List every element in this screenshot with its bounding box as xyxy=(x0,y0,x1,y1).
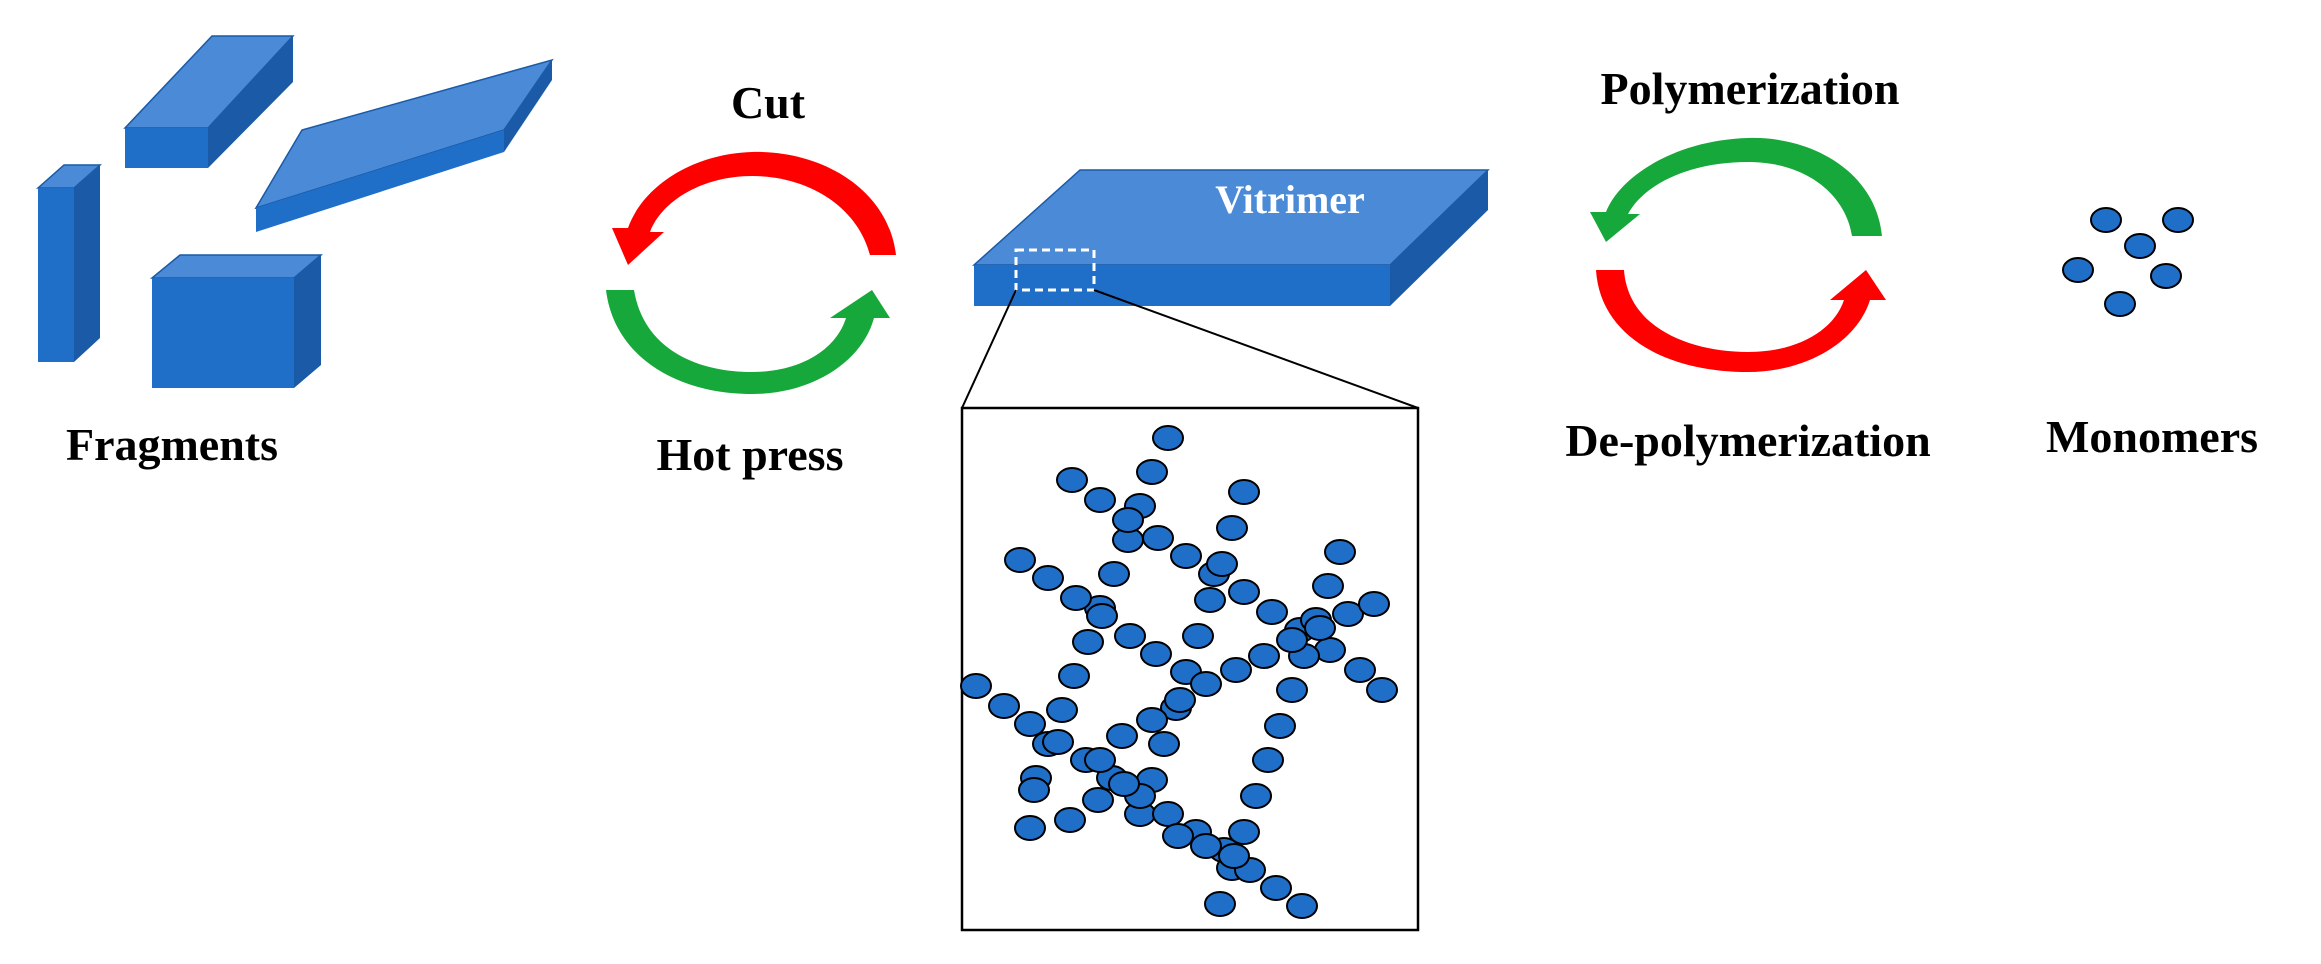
network-bead xyxy=(1228,819,1260,845)
network-bead xyxy=(1140,641,1172,667)
network-bead xyxy=(1206,551,1238,577)
network-bead xyxy=(1136,459,1168,485)
network-bead xyxy=(1152,425,1184,451)
monomers-group: Monomers xyxy=(2046,207,2258,462)
network-bead xyxy=(1216,515,1248,541)
network-bead xyxy=(1220,657,1252,683)
network-bead xyxy=(1228,479,1260,505)
network-bead xyxy=(1256,599,1288,625)
network-bead xyxy=(1204,891,1236,917)
network-bead xyxy=(1324,539,1356,565)
polymerization-label: Polymerization xyxy=(1601,63,1900,114)
zoom-line-right xyxy=(1093,289,1419,409)
network-bead xyxy=(1014,711,1046,737)
network-bead xyxy=(1366,677,1398,703)
network-bead xyxy=(1312,573,1344,599)
network-bead xyxy=(1194,587,1226,613)
vitrimer-slab: Vitrimer xyxy=(961,169,1490,409)
network-bead xyxy=(1086,603,1118,629)
cut-hotpress-cycle: Cut Hot press xyxy=(606,77,896,480)
network-bead xyxy=(1228,579,1260,605)
network-bead xyxy=(1060,585,1092,611)
monomer-bead xyxy=(2090,207,2122,233)
network-bead xyxy=(1358,591,1390,617)
network-bead xyxy=(1248,643,1280,669)
network-bead xyxy=(1182,623,1214,649)
network-bead xyxy=(1190,833,1222,859)
polymerization-cycle: Polymerization De-polymerization xyxy=(1565,63,1930,466)
zoom-line-left xyxy=(961,289,1017,409)
fragment-tall-bar xyxy=(36,164,102,362)
network-bead xyxy=(960,673,992,699)
monomer-bead xyxy=(2124,233,2156,259)
depolymerization-label: De-polymerization xyxy=(1565,415,1930,466)
zoom-selection-box xyxy=(1014,248,1096,292)
network-bead xyxy=(1014,815,1046,841)
network-bead xyxy=(1042,729,1074,755)
network-bead xyxy=(1046,697,1078,723)
network-bead xyxy=(1056,467,1088,493)
network-bead xyxy=(1018,777,1050,803)
hot-press-label: Hot press xyxy=(657,429,844,480)
cut-label: Cut xyxy=(731,77,806,128)
network-bead xyxy=(1108,771,1140,797)
network-bead xyxy=(1114,623,1146,649)
network-bead xyxy=(1072,629,1104,655)
fragments-group: Fragments xyxy=(36,35,554,470)
network-bead xyxy=(1260,875,1292,901)
network-bead xyxy=(1148,731,1180,757)
monomer-bead xyxy=(2104,291,2136,317)
monomer-bead xyxy=(2150,263,2182,289)
network-bead xyxy=(1084,487,1116,513)
network-bead xyxy=(1004,547,1036,573)
network-bead xyxy=(1332,601,1364,627)
network-bead xyxy=(1190,671,1222,697)
network-bead xyxy=(1106,723,1138,749)
network-bead xyxy=(1084,747,1116,773)
depolymerization-arrow-red xyxy=(1596,270,1886,372)
network-bead xyxy=(1082,787,1114,813)
monomer-bead xyxy=(2062,257,2094,283)
polymer-network xyxy=(960,425,1398,919)
network-bead xyxy=(1240,783,1272,809)
network-bead xyxy=(1276,627,1308,653)
network-bead xyxy=(1164,687,1196,713)
monomer-bead xyxy=(2162,207,2194,233)
network-bead xyxy=(1162,823,1194,849)
network-bead xyxy=(1032,565,1064,591)
fragment-cube xyxy=(149,254,324,388)
monomers-label: Monomers xyxy=(2046,411,2258,462)
cut-arrow-red xyxy=(612,151,896,265)
network-bead xyxy=(1098,561,1130,587)
network-bead xyxy=(1344,657,1376,683)
network-bead xyxy=(1142,525,1174,551)
fragments-label: Fragments xyxy=(66,419,278,470)
network-bead xyxy=(1218,843,1250,869)
network-bead xyxy=(1054,807,1086,833)
network-bead xyxy=(1264,713,1296,739)
fragment-top-bar xyxy=(123,35,295,168)
network-bead xyxy=(1170,543,1202,569)
polymer-network-inset xyxy=(960,406,1420,932)
network-bead xyxy=(1112,507,1144,533)
polymerization-arrow-green xyxy=(1590,137,1882,242)
hot-press-arrow-green xyxy=(606,290,890,394)
network-bead xyxy=(1276,677,1308,703)
network-bead xyxy=(1152,801,1184,827)
network-bead xyxy=(1058,663,1090,689)
network-bead xyxy=(1252,747,1284,773)
network-bead xyxy=(988,693,1020,719)
vitrimer-label: Vitrimer xyxy=(1215,177,1365,222)
network-bead xyxy=(1136,707,1168,733)
network-bead xyxy=(1304,615,1336,641)
fragment-long-plate xyxy=(254,58,554,232)
network-bead xyxy=(1286,893,1318,919)
